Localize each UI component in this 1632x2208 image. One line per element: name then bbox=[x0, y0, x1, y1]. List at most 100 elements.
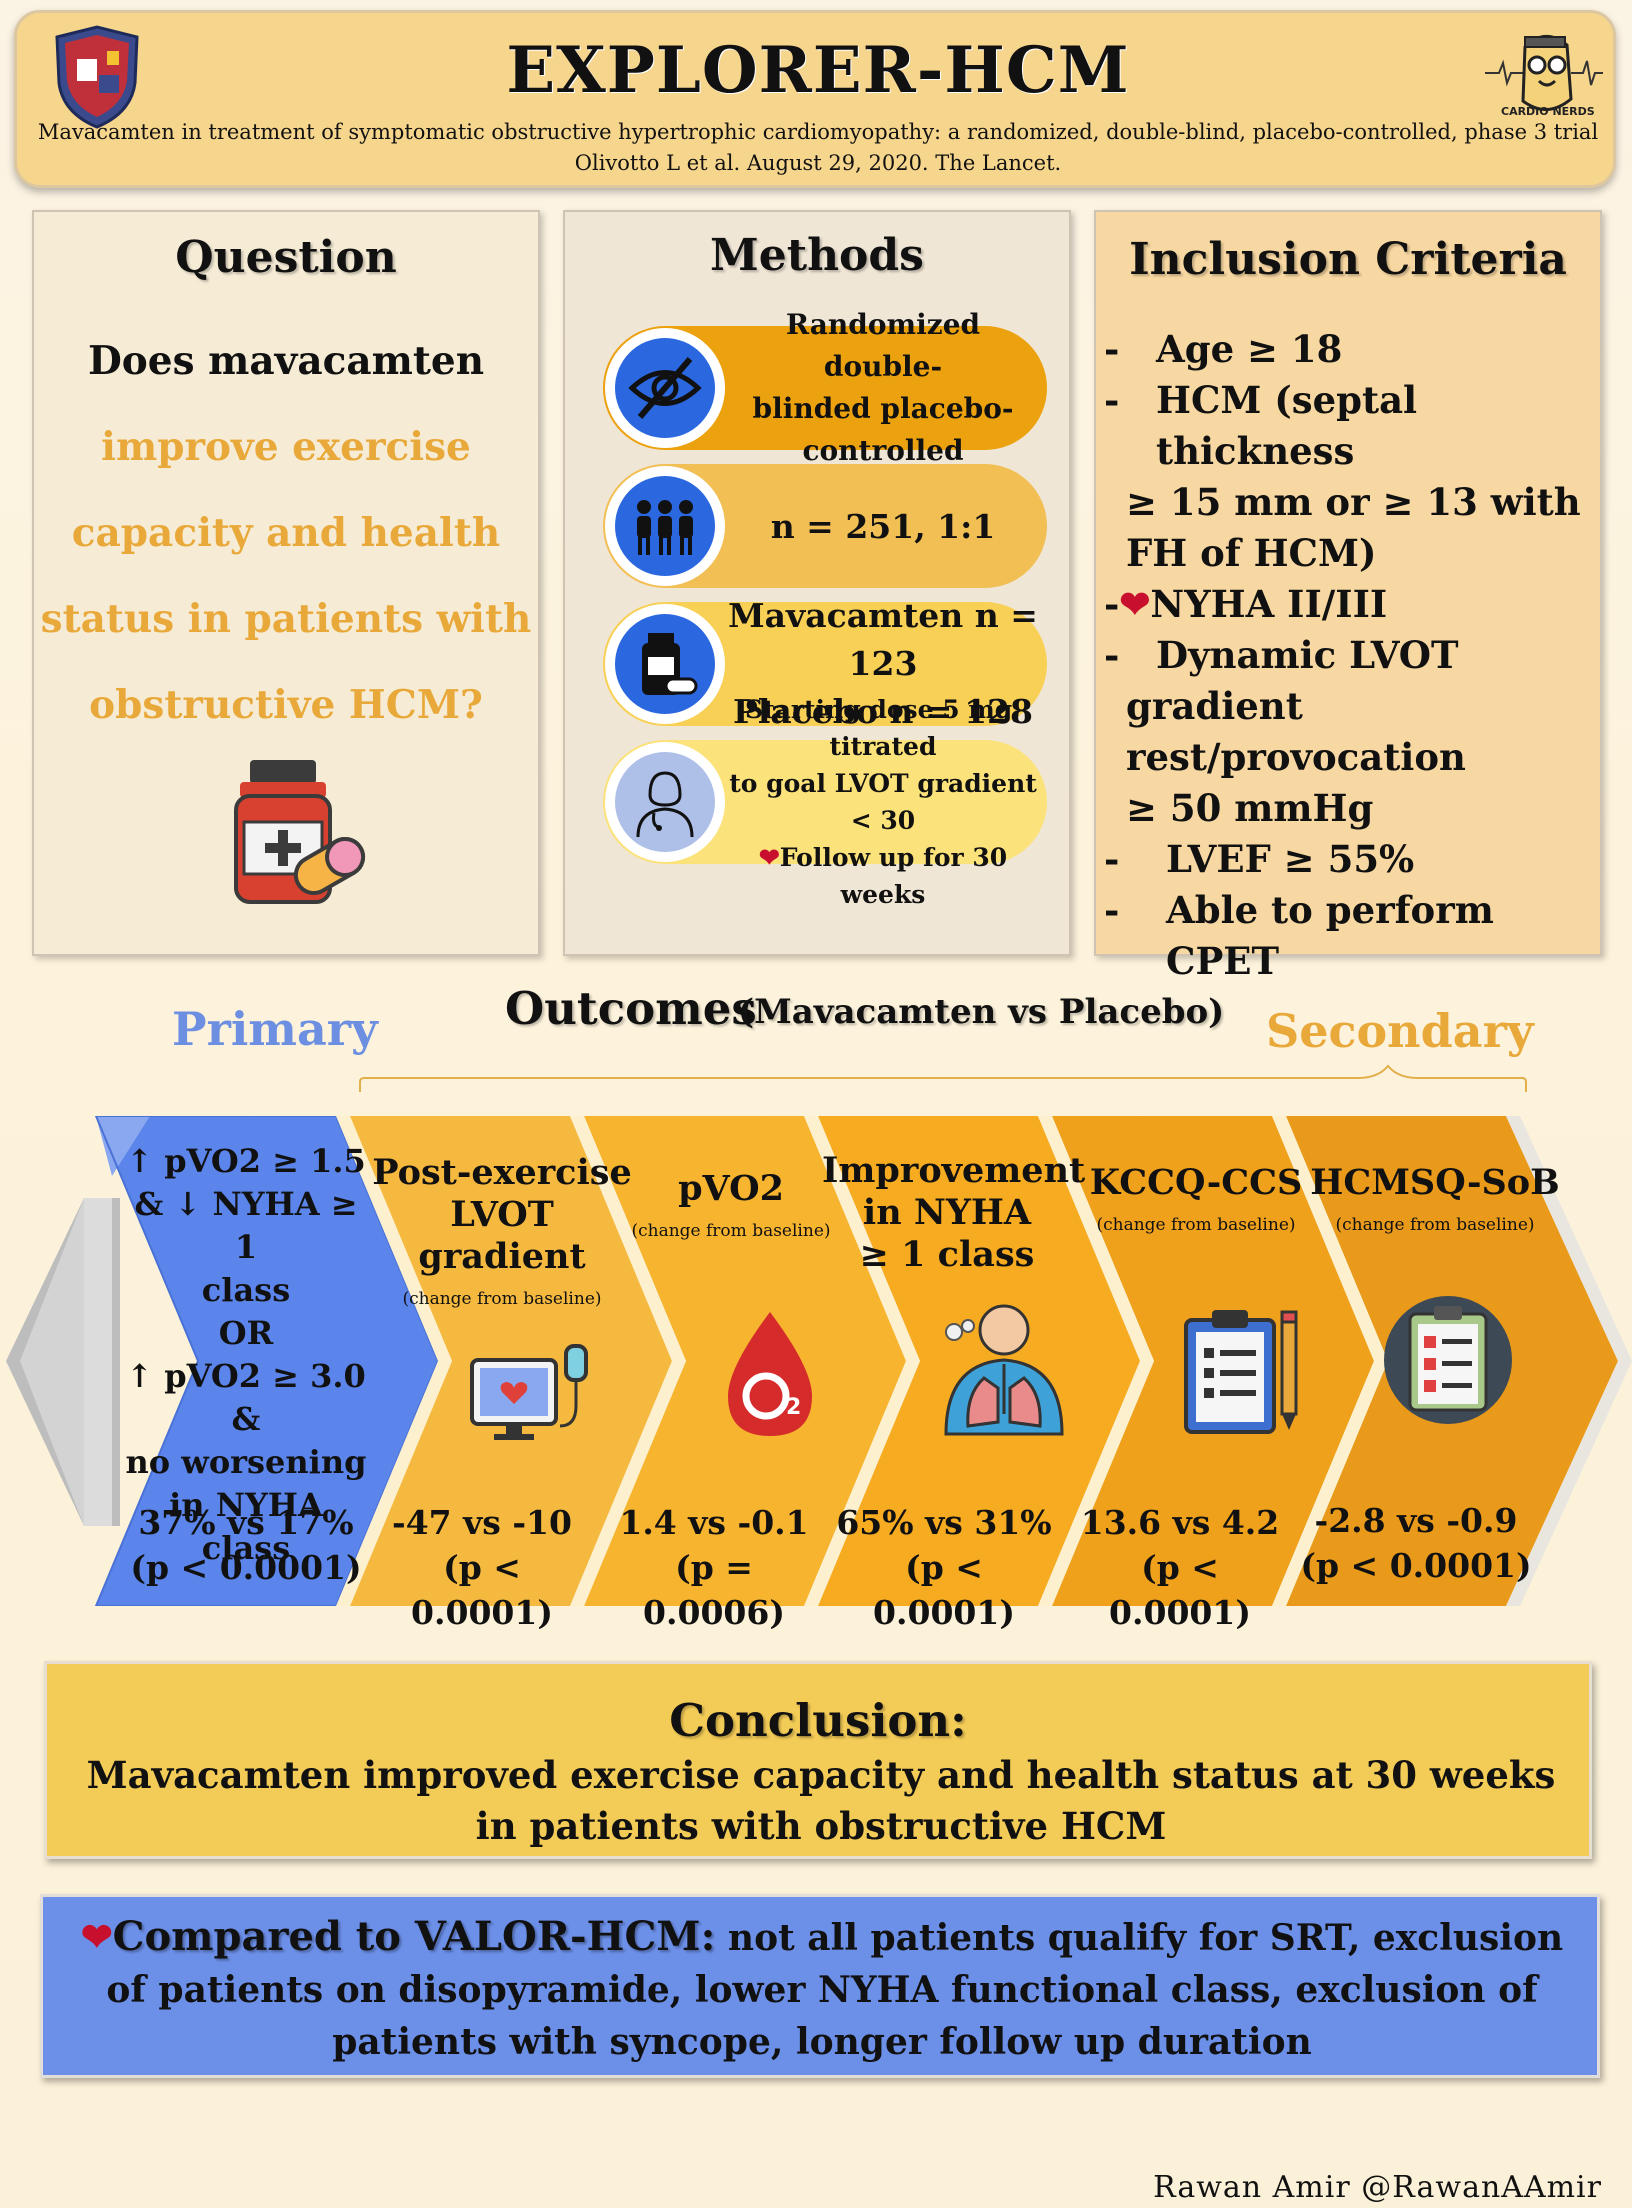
result-value: 65% vs 31% bbox=[836, 1503, 1052, 1542]
p-value: (p < 0.0001) bbox=[130, 1548, 362, 1587]
outcome-title: KCCQ-CCS (change from baseline) bbox=[1078, 1162, 1314, 1246]
p-value: (p < 0.0001) bbox=[1300, 1546, 1532, 1585]
doctor-icon bbox=[636, 771, 694, 838]
outcome-result: 13.6 vs 4.2 (p < 0.0001) bbox=[1066, 1500, 1294, 1635]
eye-slash-icon bbox=[628, 357, 702, 419]
primary-outcome-text: ↑ pVO2 ≥ 1.5 & ↓ NYHA ≥ 1 class OR ↑ pVO… bbox=[125, 1142, 367, 1567]
secondary-bracket bbox=[359, 1064, 1527, 1092]
method-line: controlled bbox=[802, 434, 964, 467]
method-line: Placebo n = 128 bbox=[733, 692, 1033, 731]
checklist-icon bbox=[1384, 1296, 1512, 1424]
outcome-note: (change from baseline) bbox=[402, 1289, 602, 1309]
inclusion-list: - Age ≥ 18 - HCM (septal thickness ≥ 15 … bbox=[1104, 324, 1600, 987]
header-banner: EXPLORER-HCM Mavacamten in treatment of … bbox=[14, 10, 1616, 188]
people-icon bbox=[637, 500, 693, 555]
citation: Olivotto L et al. August 29, 2020. The L… bbox=[574, 151, 1062, 175]
method-item: Mavacamten n = 123 Placebo n = 128 bbox=[603, 596, 1047, 731]
outcome-title: Post-exercise LVOT gradient (change from… bbox=[368, 1152, 636, 1320]
comparison-body: not all patients qualify for SRT, exclus… bbox=[106, 1917, 1564, 2063]
method-line: Starting dose 5 mg, titrated bbox=[745, 695, 1021, 761]
question-title: Question bbox=[175, 232, 397, 283]
method-line-with-heart: ❤Follow up for 30 weeks bbox=[758, 843, 1008, 909]
inclusion-item: -❤NYHA II/III bbox=[1104, 582, 1388, 626]
outcome-result: 1.4 vs -0.1 (p = 0.0006) bbox=[604, 1500, 824, 1635]
primary-result: 37% vs 17% (p < 0.0001) bbox=[118, 1500, 374, 1590]
conclusion-box: Conclusion: Mavacamten improved exercise… bbox=[44, 1661, 1592, 1859]
oxygen-drop-icon: 2 bbox=[728, 1312, 812, 1436]
lungs-person-icon bbox=[944, 1304, 1064, 1436]
heart-icon: ❤ bbox=[758, 843, 780, 872]
question-line: obstructive HCM? bbox=[89, 682, 483, 728]
outcome-note: (change from baseline) bbox=[1096, 1215, 1296, 1235]
method-item: Starting dose 5 mg, titrated to goal LVO… bbox=[603, 695, 1047, 909]
method-line: Randomized double- bbox=[785, 308, 981, 383]
study-description: Mavacamten in treatment of symptomatic o… bbox=[37, 120, 1599, 144]
author-credit: Rawan Amir @RawanAAmir bbox=[1153, 2170, 1602, 2205]
result-value: 37% vs 17% bbox=[138, 1503, 354, 1542]
comparison-text: ❤Compared to VALOR-HCM: not all patients… bbox=[57, 1911, 1587, 2068]
question-line: Does mavacamten bbox=[87, 338, 485, 384]
question-text: Does mavacamten improve exercise capacit… bbox=[34, 318, 538, 748]
inclusion-panel: Inclusion Criteria - Age ≥ 18 - HCM (sep… bbox=[1094, 210, 1602, 983]
outcomes-chevrons: 2 bbox=[6, 1116, 1632, 1606]
method-line: blinded placebo- bbox=[752, 392, 1014, 425]
outcome-note: (change from baseline) bbox=[1335, 1215, 1535, 1235]
comparison-box: ❤Compared to VALOR-HCM: not all patients… bbox=[40, 1894, 1600, 2078]
outcome-title: Improvement in NYHA ≥ 1 class bbox=[822, 1150, 1086, 1275]
outcome-note: (change from baseline) bbox=[631, 1221, 831, 1241]
inclusion-item-cont: ≥ 50 mmHg bbox=[1126, 786, 1374, 830]
method-item: Randomized double- blinded placebo- cont… bbox=[603, 308, 1047, 467]
question-line: status in patients with bbox=[40, 596, 532, 642]
method-line: n = 251, 1:1 bbox=[770, 506, 996, 546]
outcome-result: 65% vs 31% (p < 0.0001) bbox=[830, 1500, 1058, 1635]
inclusion-item: - Able to perform CPET bbox=[1104, 888, 1494, 983]
question-line: improve exercise bbox=[101, 424, 471, 470]
secondary-label: Secondary bbox=[1266, 1004, 1534, 1058]
inclusion-item-cont: gradient rest/provocation bbox=[1126, 684, 1466, 779]
result-value: -2.8 vs -0.9 bbox=[1314, 1501, 1518, 1540]
medicine-bottle-icon bbox=[234, 760, 366, 904]
comparison-lead: Compared to VALOR-HCM: bbox=[112, 1913, 716, 1960]
inclusion-item: - Age ≥ 18 bbox=[1104, 327, 1343, 371]
mascot-text: CARDIO NERDS bbox=[1501, 105, 1595, 118]
p-value: (p < 0.0001) bbox=[411, 1548, 553, 1632]
primary-chevron bbox=[96, 1116, 438, 1606]
p-value: (p = 0.0006) bbox=[643, 1548, 785, 1632]
inclusion-item-cont: FH of HCM) bbox=[1126, 531, 1377, 575]
method-line: Mavacamten n = 123 bbox=[728, 596, 1038, 683]
clipboard-icon bbox=[1184, 1310, 1298, 1434]
methods-panel: Methods Randomized double- blinded place… bbox=[563, 210, 1071, 956]
university-shield-icon bbox=[55, 25, 139, 129]
conclusion-title: Conclusion: bbox=[669, 1694, 967, 1747]
secondary-chevron bbox=[818, 1116, 1140, 1606]
heart-icon: ❤ bbox=[1119, 582, 1151, 626]
result-value: -47 vs -10 bbox=[392, 1503, 572, 1542]
outcome-title: HCMSQ-SoB (change from baseline) bbox=[1310, 1162, 1560, 1246]
inclusion-item: - LVEF ≥ 55% bbox=[1104, 837, 1415, 881]
outcome-result: -2.8 vs -0.9 (p < 0.0001) bbox=[1298, 1498, 1534, 1588]
primary-label: Primary bbox=[172, 1002, 378, 1056]
question-line: capacity and health bbox=[71, 510, 501, 556]
method-item: n = 251, 1:1 bbox=[603, 464, 1047, 588]
outcome-result: -47 vs -10 (p < 0.0001) bbox=[368, 1500, 596, 1635]
inclusion-item: - HCM (septal thickness bbox=[1104, 378, 1418, 473]
result-value: 13.6 vs 4.2 bbox=[1080, 1503, 1280, 1542]
cardio-nerds-mascot-icon: CARDIO NERDS bbox=[1485, 35, 1603, 118]
outcomes-subtitle: (Mavacamten vs Placebo) bbox=[738, 992, 1225, 1032]
medication-icon bbox=[642, 633, 698, 695]
outcomes-title: Outcomes bbox=[505, 982, 757, 1035]
method-line: to goal LVOT gradient < 30 bbox=[729, 769, 1037, 835]
svg-text:2: 2 bbox=[786, 1395, 801, 1420]
page-title: EXPLORER-HCM bbox=[506, 33, 1130, 108]
result-value: 1.4 vs -0.1 bbox=[619, 1503, 809, 1542]
heart-icon: ❤ bbox=[80, 1914, 113, 1959]
question-panel: Question Does mavacamten improve exercis… bbox=[32, 210, 540, 956]
inclusion-title: Inclusion Criteria bbox=[1129, 234, 1567, 285]
p-value: (p < 0.0001) bbox=[1109, 1548, 1251, 1632]
conclusion-text: Mavacamten improved exercise capacity an… bbox=[86, 1753, 1556, 1848]
outcome-title: pVO2 (change from baseline) bbox=[624, 1168, 838, 1252]
subtitle: Mavacamten in treatment of symptomatic o… bbox=[17, 117, 1619, 179]
inclusion-item: - Dynamic LVOT bbox=[1104, 633, 1459, 677]
p-value: (p < 0.0001) bbox=[873, 1548, 1015, 1632]
inclusion-item-cont: ≥ 15 mm or ≥ 13 with bbox=[1126, 480, 1581, 524]
